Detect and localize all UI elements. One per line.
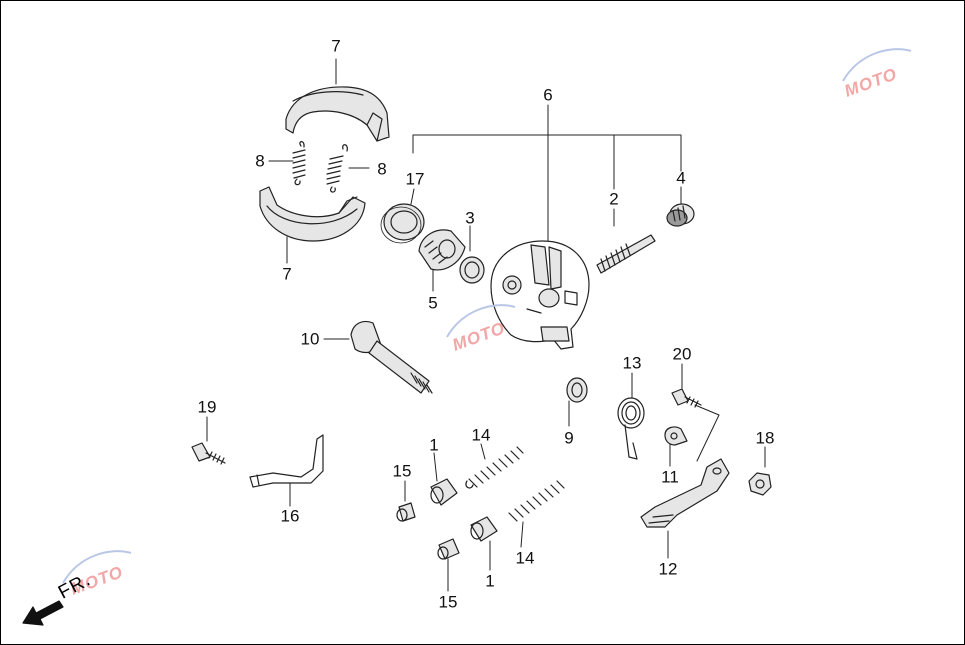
- washer-3: [459, 256, 485, 284]
- speedometer-gear: [418, 229, 466, 271]
- callout-20: 20: [672, 344, 692, 364]
- cam-lever-bottom: [470, 516, 498, 542]
- callout-18: 18: [755, 428, 775, 448]
- callout-3: 3: [465, 208, 475, 228]
- nut-18: [748, 472, 772, 496]
- collar-15-top: [396, 502, 416, 522]
- bolt-20: [671, 388, 702, 408]
- callout-12: 12: [658, 559, 678, 579]
- callout-14-top: 14: [471, 425, 491, 445]
- callout-1-bottom: 1: [485, 571, 495, 591]
- watermark-logo: [62, 48, 912, 584]
- brake-shoe-bottom: [259, 186, 366, 242]
- brake-arm: [640, 458, 730, 528]
- callout-1-top: 1: [429, 435, 439, 455]
- front-arrow-icon: [22, 600, 64, 626]
- callout-9: 9: [564, 428, 574, 448]
- callout-15-top: 15: [392, 461, 412, 481]
- brake-shoe-top: [285, 86, 390, 142]
- washer-9: [566, 377, 588, 403]
- spring-14-top: [465, 446, 524, 489]
- callout-10: 10: [300, 329, 320, 349]
- pin-bracket: [249, 434, 324, 488]
- callout-8-right: 8: [377, 159, 387, 179]
- callout-14-bottom: 14: [515, 548, 535, 568]
- indicator-plate: [664, 426, 688, 446]
- callout-4: 4: [676, 168, 686, 188]
- brake-cam: [350, 320, 433, 394]
- spring-14-bottom: [508, 480, 565, 522]
- speedometer-shaft: [596, 234, 656, 274]
- callout-11: 11: [661, 467, 679, 487]
- callout-16: 16: [280, 506, 300, 526]
- spring-left: [292, 141, 306, 186]
- oil-seal: [380, 203, 425, 244]
- callout-15-bottom: 15: [438, 592, 458, 612]
- bushing-4: [666, 203, 695, 227]
- bolt-19: [191, 442, 226, 465]
- cam-lever-top: [430, 478, 458, 506]
- callout-13: 13: [622, 353, 642, 373]
- callout-19: 19: [197, 397, 217, 417]
- callout-17: 17: [405, 169, 425, 189]
- collar-15-bottom: [437, 538, 460, 560]
- spring-right: [326, 144, 348, 193]
- callout-7-top: 7: [331, 36, 341, 56]
- callout-7-bottom: 7: [282, 264, 292, 284]
- brake-panel: [490, 240, 590, 350]
- torsion-spring: [617, 397, 645, 460]
- callout-6: 6: [543, 85, 553, 105]
- callout-5: 5: [428, 293, 438, 313]
- callout-8-left: 8: [255, 151, 265, 171]
- leader-lines: [206, 58, 766, 592]
- callout-2: 2: [609, 189, 619, 209]
